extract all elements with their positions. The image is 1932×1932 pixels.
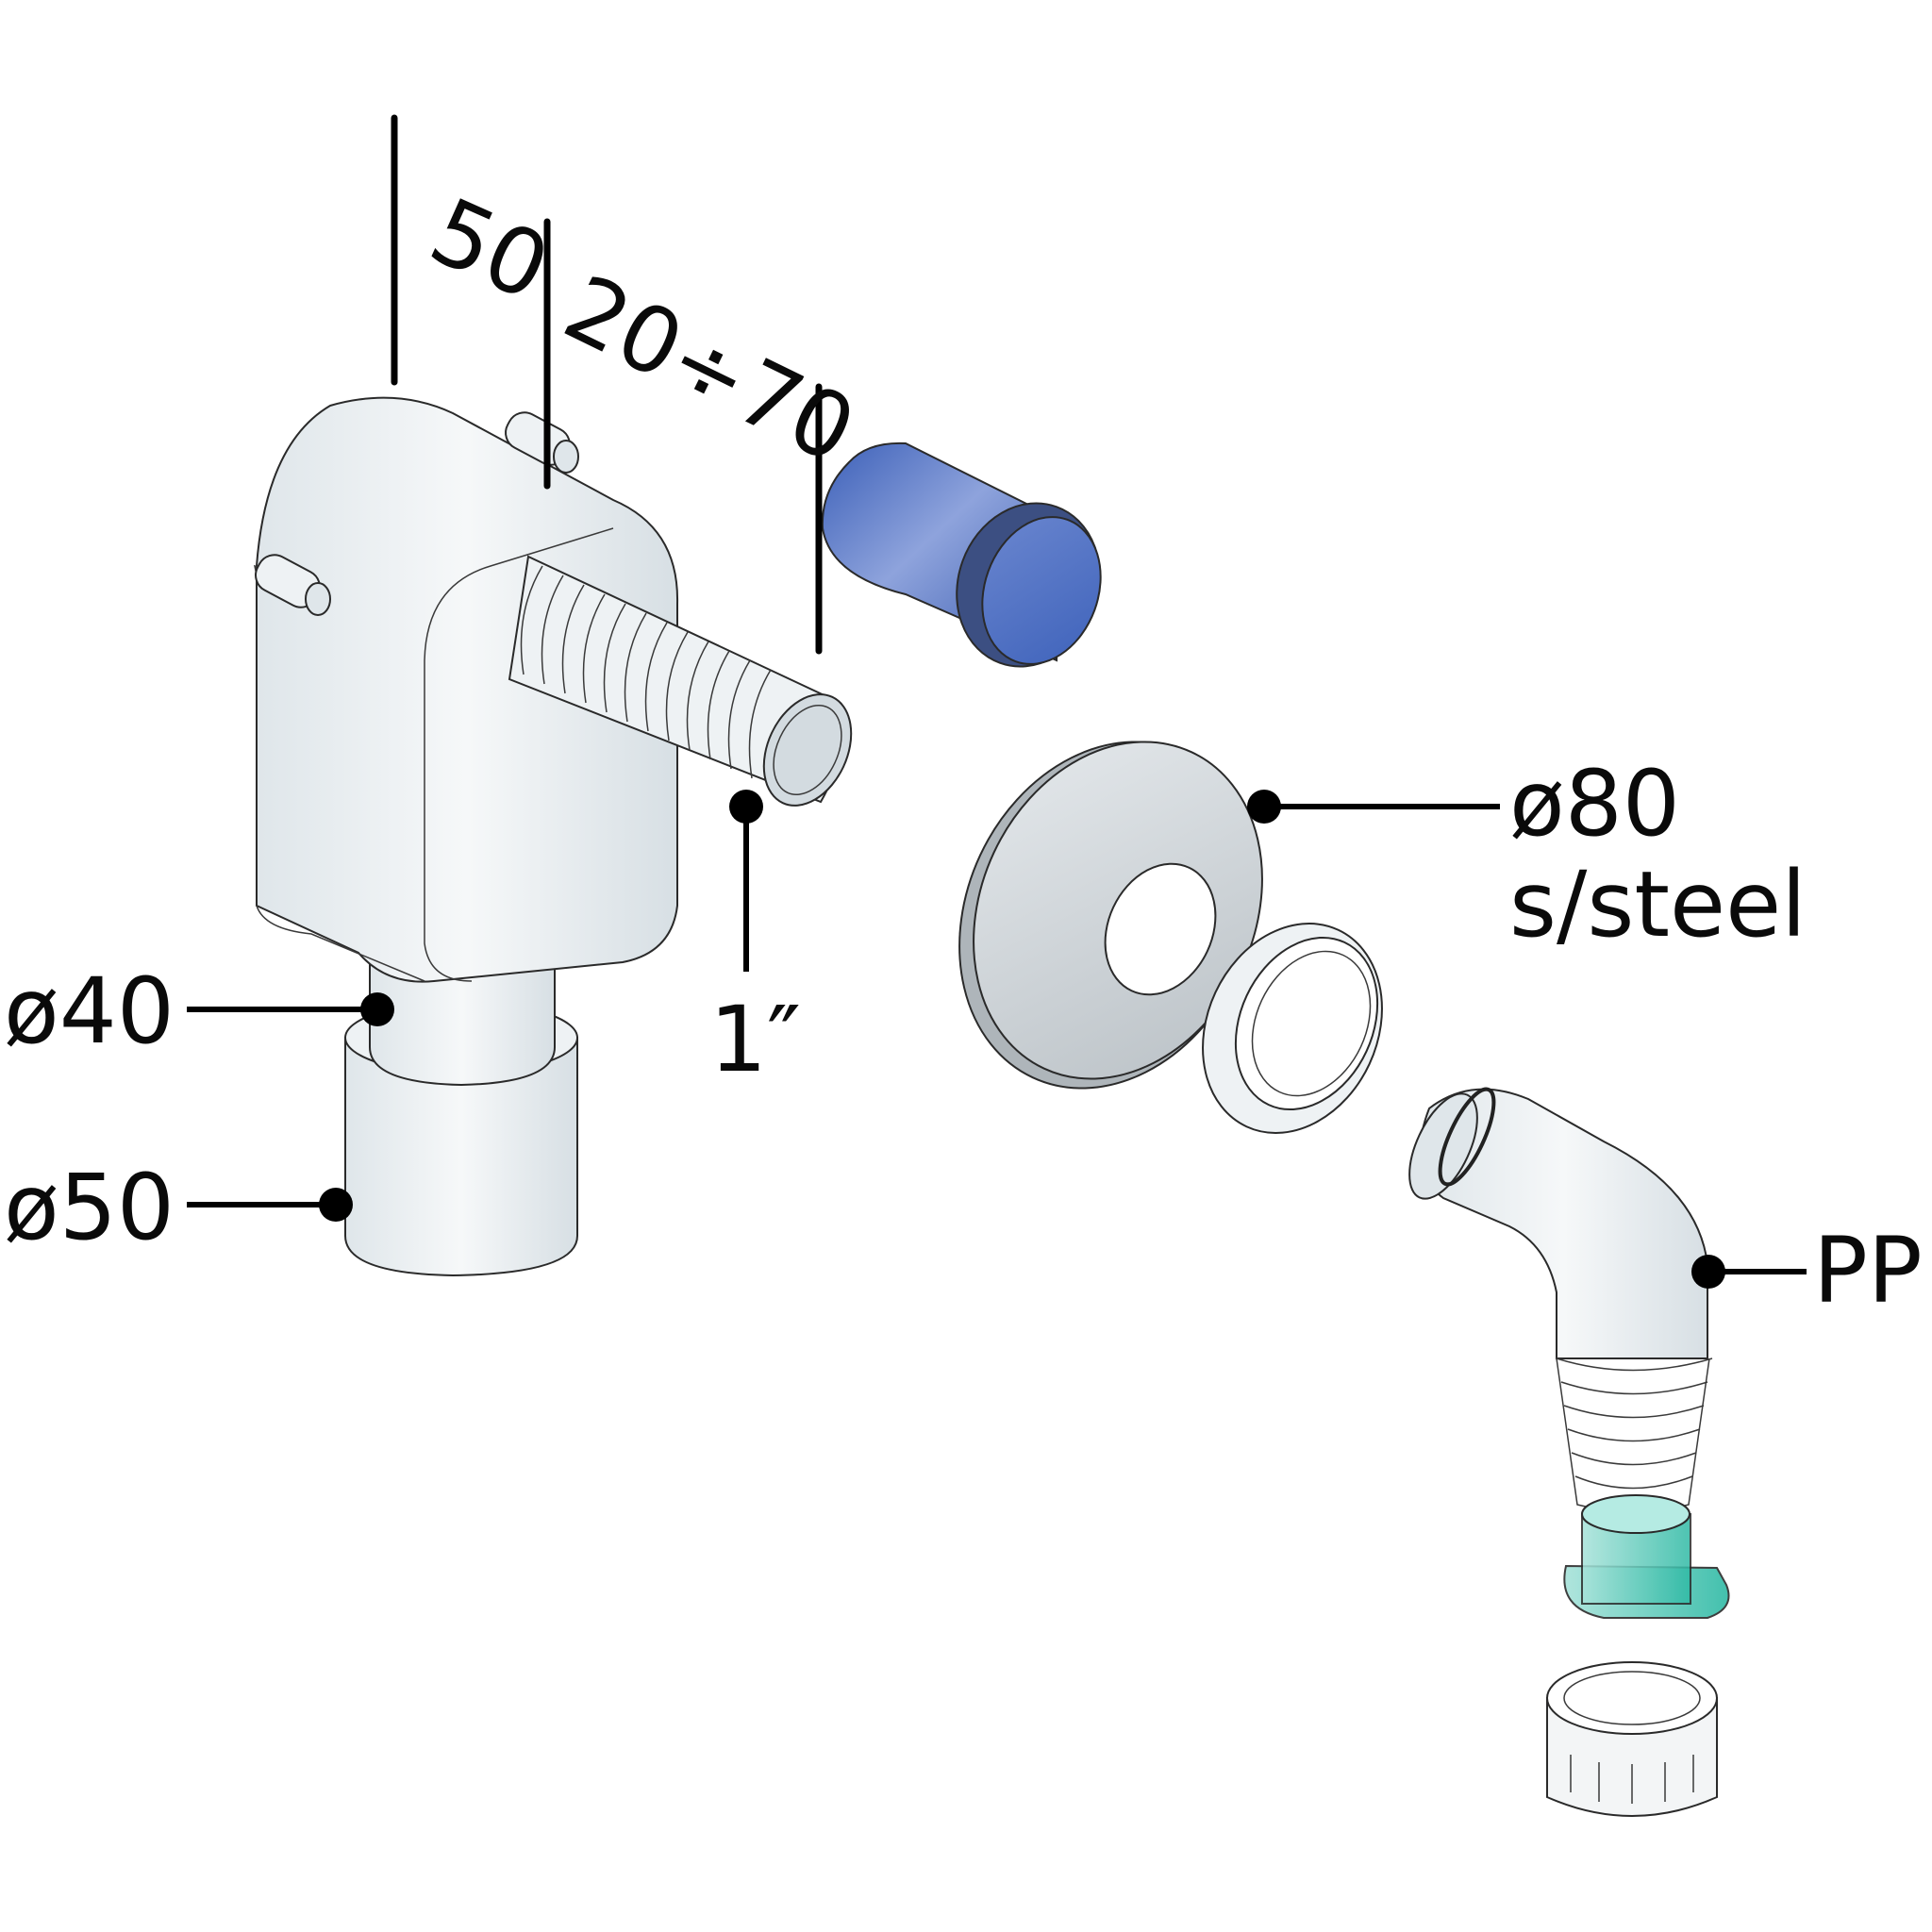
siphon-body — [253, 396, 853, 1277]
mounting-lug-left — [253, 554, 331, 616]
lock-nut — [1202, 923, 1383, 1134]
callout-elbow — [1691, 1255, 1807, 1289]
teal-adapter — [1563, 1494, 1730, 1619]
callout-outlet-thread — [729, 790, 763, 972]
callout-rosette-diameter-label: ø80 — [1509, 751, 1680, 857]
stainless-rosette — [958, 741, 1263, 1090]
callout-rosette-material-label: s/steel — [1509, 852, 1807, 958]
blue-protective-cap — [821, 441, 1102, 668]
dimension-adjust-range-label: 20÷70 — [549, 255, 871, 484]
dimension-depth-label: 50 — [416, 178, 564, 322]
callout-elbow-material-label: PP — [1813, 1218, 1923, 1324]
pp-elbow — [1408, 1087, 1713, 1513]
callout-pipe-upper-label: ø40 — [4, 958, 175, 1064]
bottom-nut — [1546, 1661, 1718, 1817]
callout-pipe-upper — [187, 992, 394, 1026]
callout-pipe-lower-label: ø50 — [4, 1155, 175, 1260]
callout-outlet-thread-label: 1″ — [709, 987, 801, 1092]
dimension-lines — [391, 114, 823, 655]
callout-rosette — [1247, 790, 1500, 824]
threaded-outlet — [508, 555, 853, 807]
callout-pipe-lower — [187, 1188, 353, 1222]
